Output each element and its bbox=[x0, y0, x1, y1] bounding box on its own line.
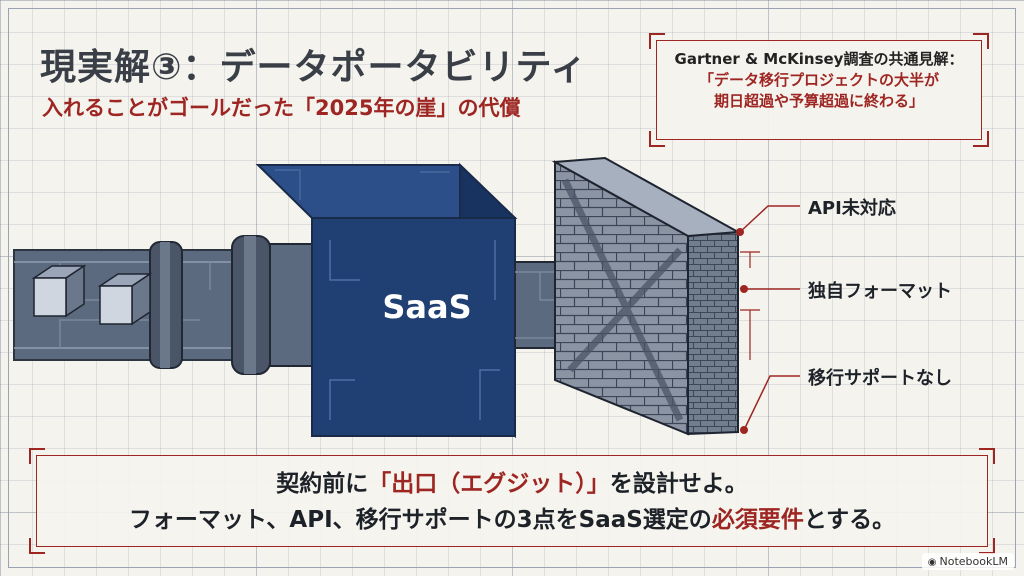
slide-subtitle: 入れることがゴールだった「2025年の崖」の代償 bbox=[42, 96, 521, 120]
corner-mark bbox=[29, 448, 45, 464]
corner-mark bbox=[979, 448, 995, 464]
notebooklm-badge: ◉NotebookLM bbox=[921, 553, 1014, 570]
callout-leaders bbox=[736, 205, 800, 434]
conclusion-text: フォーマット、API、移行サポートの3点をSaaS選定の bbox=[128, 507, 712, 533]
conclusion-text: 契約前に bbox=[276, 471, 369, 497]
blueprint-frame bbox=[8, 8, 1016, 568]
data-cube bbox=[97, 272, 153, 326]
conclusion-text: を設計せよ。 bbox=[609, 471, 748, 497]
notebooklm-icon: ◉ bbox=[927, 557, 937, 568]
conclusion-box: 契約前に「出口（エグジット）」を設計せよ。 フォーマット、API、移行サポートの… bbox=[29, 448, 995, 554]
slide-title: 現実解③：データポータビリティ bbox=[40, 47, 588, 88]
data-cube bbox=[31, 264, 87, 318]
input-pipe-collar bbox=[231, 235, 321, 375]
saas-label: SaaS bbox=[382, 288, 472, 326]
corner-mark bbox=[973, 33, 989, 49]
conclusion-text: とする。 bbox=[803, 507, 896, 533]
quote-box: Gartner & McKinsey調査の共通見解： 「データ移行プロジェクトの… bbox=[649, 33, 989, 147]
conclusion-line-1: 契約前に「出口（エグジット）」を設計せよ。 bbox=[37, 466, 987, 502]
callout-support: 移行サポートなし bbox=[808, 368, 952, 389]
corner-mark bbox=[649, 33, 665, 49]
quote-source: Gartner & McKinsey調査の共通見解： bbox=[674, 50, 964, 68]
quote-line-2: 期日超過や予算超過に終わる」 bbox=[713, 92, 924, 110]
saas-cube bbox=[255, 162, 518, 439]
conclusion-line-2: フォーマット、API、移行サポートの3点をSaaS選定の必須要件とする。 bbox=[37, 502, 987, 538]
brick-wall bbox=[551, 156, 742, 436]
corner-mark bbox=[29, 538, 45, 554]
callout-format: 独自フォーマット bbox=[808, 281, 952, 302]
corner-mark bbox=[979, 538, 995, 554]
corner-mark bbox=[649, 131, 665, 147]
conclusion-highlight: 「出口（エグジット）」 bbox=[368, 471, 610, 497]
corner-mark bbox=[973, 131, 989, 147]
conclusion-highlight: 必須要件 bbox=[711, 507, 804, 533]
quote-line-1: 「データ移行プロジェクトの大半が bbox=[698, 71, 939, 89]
badge-label: NotebookLM bbox=[939, 555, 1008, 568]
callout-api: API未対応 bbox=[808, 198, 896, 219]
